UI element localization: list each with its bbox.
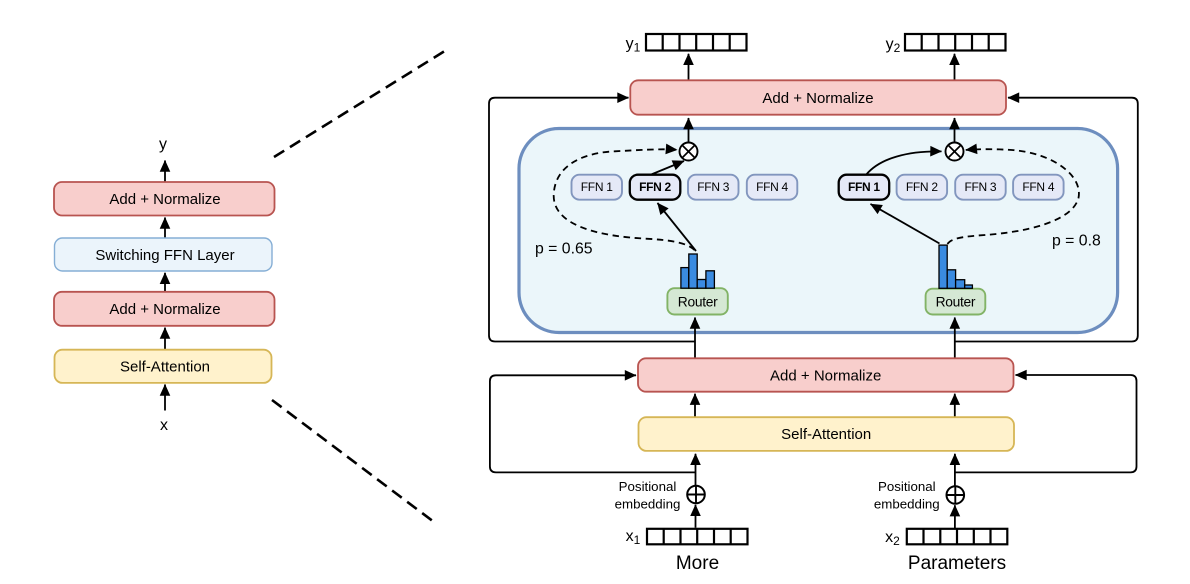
svg-text:Positional: Positional <box>878 479 936 494</box>
svg-text:Positional: Positional <box>619 479 677 494</box>
svg-text:p = 0.8: p = 0.8 <box>1052 233 1101 250</box>
svg-text:Self-Attention: Self-Attention <box>781 426 871 443</box>
svg-text:Router: Router <box>678 294 718 309</box>
svg-text:FFN 2: FFN 2 <box>906 180 938 194</box>
svg-text:FFN 1: FFN 1 <box>848 180 880 194</box>
svg-text:FFN 1: FFN 1 <box>581 180 613 194</box>
svg-text:FFN 3: FFN 3 <box>697 180 729 194</box>
svg-text:x: x <box>160 417 168 434</box>
svg-text:Add + Normalize: Add + Normalize <box>770 367 881 384</box>
svg-text:embedding: embedding <box>874 497 940 512</box>
svg-text:Parameters: Parameters <box>908 553 1006 574</box>
svg-text:Switching FFN Layer: Switching FFN Layer <box>95 247 234 264</box>
svg-text:Add + Normalize: Add + Normalize <box>762 90 873 107</box>
svg-text:More: More <box>676 553 719 574</box>
svg-text:FFN 2: FFN 2 <box>639 180 671 194</box>
svg-text:Router: Router <box>936 295 976 310</box>
svg-text:y1: y1 <box>626 36 641 55</box>
svg-text:x2: x2 <box>885 529 900 548</box>
svg-text:FFN 4: FFN 4 <box>1022 180 1054 194</box>
svg-text:FFN 3: FFN 3 <box>964 180 996 194</box>
svg-text:Self-Attention: Self-Attention <box>120 359 210 376</box>
svg-text:Add + Normalize: Add + Normalize <box>109 191 220 208</box>
svg-text:p = 0.65: p = 0.65 <box>535 241 593 258</box>
svg-text:x1: x1 <box>626 528 641 547</box>
svg-text:embedding: embedding <box>615 497 681 512</box>
svg-text:y2: y2 <box>886 36 901 55</box>
svg-text:FFN 4: FFN 4 <box>756 180 788 194</box>
svg-text:y: y <box>159 136 167 153</box>
svg-text:Add + Normalize: Add + Normalize <box>109 301 220 318</box>
